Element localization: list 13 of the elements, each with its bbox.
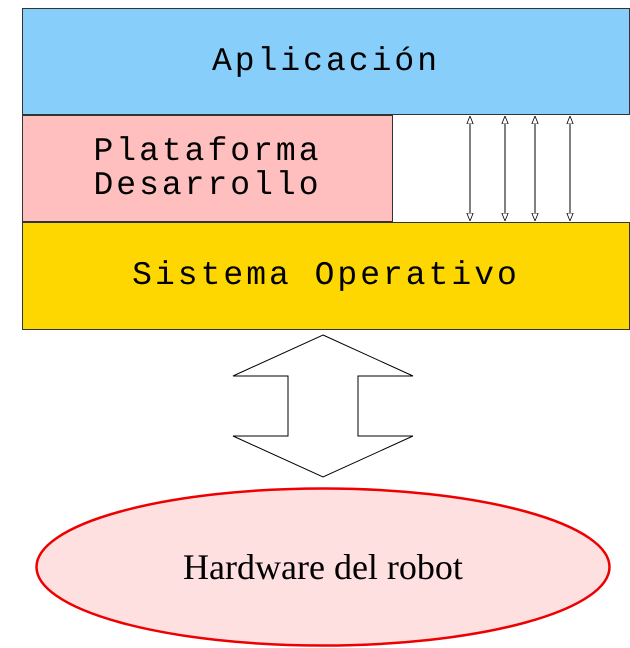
double-arrow [466, 116, 474, 222]
layer-box [22, 8, 630, 115]
layer-label: Plataforma Desarrollo [92, 134, 323, 202]
node-label: Hardware del robot [183, 546, 463, 588]
double-arrow [501, 116, 509, 222]
double-arrow [566, 116, 574, 222]
layer-label: Aplicación [212, 44, 440, 78]
double-block-arrow [232, 334, 414, 478]
layer-box [22, 115, 393, 222]
double-arrow [531, 116, 539, 222]
ellipse-node [35, 487, 611, 647]
layer-box [22, 222, 630, 330]
layer-label: Sistema Operativo [132, 259, 520, 293]
